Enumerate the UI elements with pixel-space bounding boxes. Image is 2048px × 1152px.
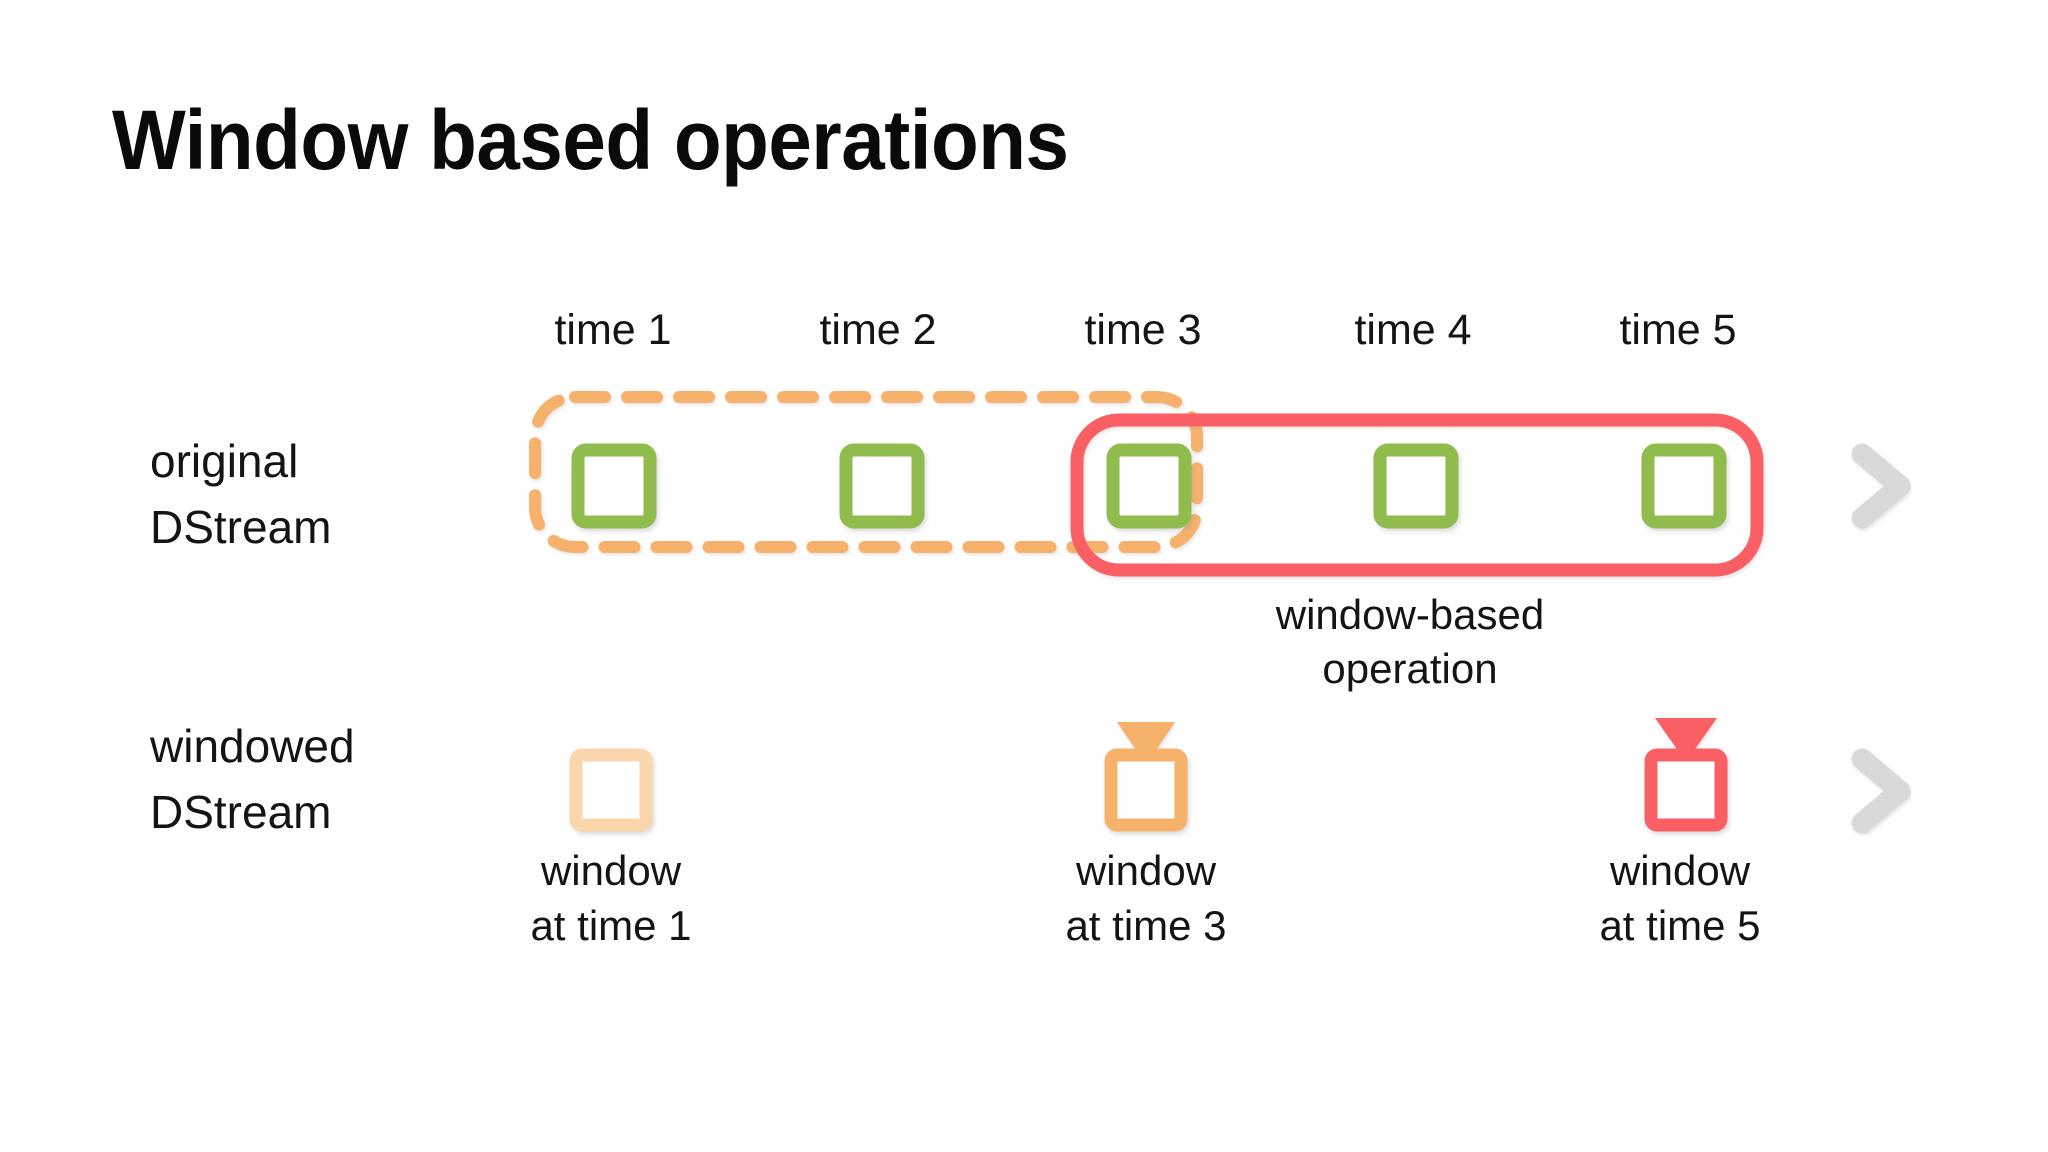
connector-red-solid xyxy=(1655,566,1717,762)
windowed-square-time-5 xyxy=(1644,748,1728,832)
window-caption-time-1: window at time 1 xyxy=(461,843,761,953)
row-label-original-line1: original xyxy=(150,435,299,487)
windowed-square-time-1 xyxy=(569,748,653,832)
window-caption-5-line1: window xyxy=(1609,847,1751,894)
windowed-square-time-3 xyxy=(1104,748,1188,832)
window-caption-3-line1: window xyxy=(1075,847,1217,894)
batch-square-time-3 xyxy=(1106,443,1192,529)
original-timeline-arrow-icon xyxy=(1851,443,1911,529)
connector-orange-arrowhead-icon xyxy=(1117,722,1175,765)
window-caption-3-line2: at time 3 xyxy=(1065,902,1227,949)
row-label-windowed-line2: DStream xyxy=(150,786,332,838)
window-caption-5-line2: at time 5 xyxy=(1599,902,1761,949)
window-based-operation-annotation: window-based operation xyxy=(1200,588,1620,696)
batch-square-time-2 xyxy=(839,443,925,529)
time-header-1: time 1 xyxy=(554,306,672,354)
window-box-solid-red xyxy=(1070,413,1764,577)
window-caption-1-line2: at time 1 xyxy=(530,902,692,949)
window-caption-1-line1: window xyxy=(540,847,682,894)
row-label-windowed-dstream: windowed DStream xyxy=(150,713,355,845)
connector-red-arrowhead-icon xyxy=(1655,718,1717,762)
window-caption-time-3: window at time 3 xyxy=(996,843,1296,953)
connector-orange-dashed xyxy=(1117,540,1175,765)
windowed-batch-squares xyxy=(569,748,1728,832)
window-box-dashed-orange xyxy=(529,391,1203,553)
time-header-3: time 3 xyxy=(1084,306,1202,354)
row-label-original-dstream: original DStream xyxy=(150,428,331,560)
time-header-2: time 2 xyxy=(819,306,937,354)
time-header-4: time 4 xyxy=(1354,306,1472,354)
batch-square-time-1 xyxy=(571,443,657,529)
time-header-5: time 5 xyxy=(1619,306,1737,354)
window-caption-time-5: window at time 5 xyxy=(1530,843,1830,953)
annotation-line2: operation xyxy=(1322,645,1498,692)
batch-square-time-4 xyxy=(1373,443,1459,529)
original-batch-squares xyxy=(571,443,1727,529)
row-label-original-line2: DStream xyxy=(150,501,332,553)
row-label-windowed-line1: windowed xyxy=(150,720,355,772)
windowed-timeline-arrow-icon xyxy=(1851,748,1911,834)
annotation-line1: window-based xyxy=(1275,591,1545,638)
batch-square-time-5 xyxy=(1641,443,1727,529)
page-title: Window based operations xyxy=(112,93,1069,187)
